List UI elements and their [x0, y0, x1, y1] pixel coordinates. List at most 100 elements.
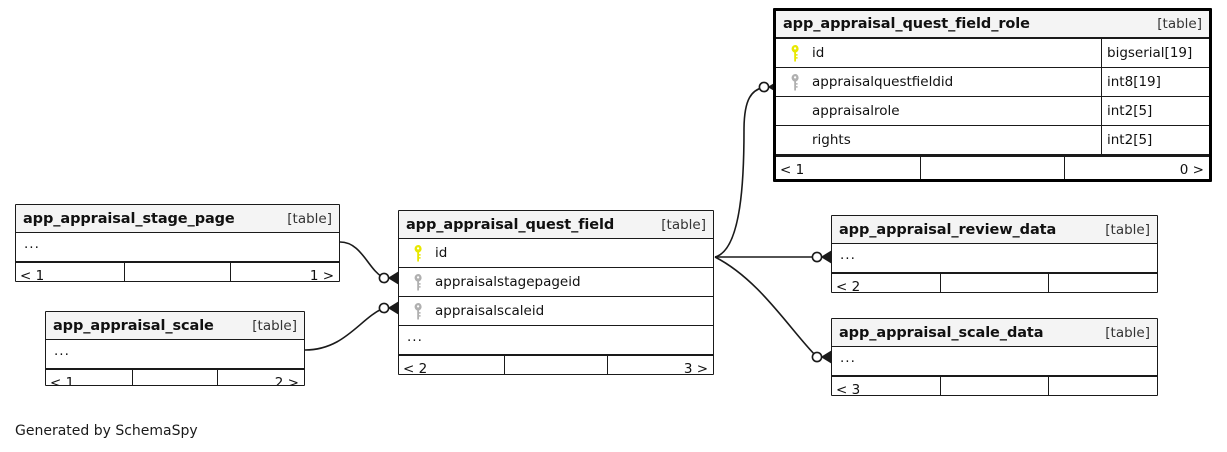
- table-column-row[interactable]: ...: [832, 347, 1157, 376]
- column-name-cell: ...: [832, 244, 1157, 272]
- more-columns-ellipsis: ...: [840, 247, 856, 263]
- column-type-cell: int2[5]: [1101, 97, 1209, 125]
- more-columns-ellipsis: ...: [840, 350, 856, 366]
- table-type-tag: [table]: [287, 210, 332, 227]
- table-column-row[interactable]: appraisalstagepageid: [399, 268, 713, 297]
- cardinality-zero-circle: [378, 302, 390, 314]
- table-title: app_appraisal_stage_page: [23, 210, 235, 227]
- table-node-app_appraisal_review_data[interactable]: app_appraisal_review_data[table]... < 2: [831, 215, 1158, 293]
- table-node-app_appraisal_stage_page[interactable]: app_appraisal_stage_page [table]... < 1 1 >: [15, 204, 340, 282]
- table-header: app_appraisal_scale_data [table]: [832, 319, 1157, 347]
- footer-outgoing-relations: 3 >: [683, 361, 709, 375]
- table-footer: < 1 1 >: [16, 262, 339, 282]
- column-key-slot: [407, 302, 429, 320]
- footer-incoming-relations: < 2: [403, 361, 428, 375]
- column-type-cell: int8[19]: [1101, 68, 1209, 96]
- table-node-app_appraisal_scale_data[interactable]: app_appraisal_scale_data [table]... < 3: [831, 318, 1158, 396]
- cardinality-zero-circle: [378, 272, 390, 284]
- table-column-row[interactable]: ...: [399, 326, 713, 355]
- table-header: app_appraisal_scale [table]: [46, 312, 304, 340]
- column-name: appraisalscaleid: [435, 303, 545, 319]
- column-name-cell: appraisalrole: [776, 97, 1101, 125]
- table-footer: < 2 3 >: [399, 355, 713, 375]
- footer-spacer: [940, 377, 1049, 395]
- relationship-quest-field-to-quest-field-role: [714, 78, 783, 258]
- foreign-key-icon: [791, 73, 799, 90]
- cardinality-zero-circle: [811, 251, 823, 263]
- table-header: app_appraisal_quest_field_role [table]: [776, 11, 1209, 39]
- footer-incoming-relations: < 1: [20, 268, 45, 282]
- table-column-row[interactable]: appraisalrole int2[5]: [776, 97, 1209, 126]
- column-name-cell: ...: [16, 233, 339, 261]
- table-title: app_appraisal_quest_field: [406, 216, 615, 233]
- table-type-tag: [table]: [252, 317, 297, 334]
- table-node-app_appraisal_quest_field[interactable]: app_appraisal_quest_field [table] id apprai…: [398, 210, 714, 375]
- table-header: app_appraisal_stage_page [table]: [16, 205, 339, 233]
- footer-spacer: [940, 274, 1049, 292]
- table-column-row[interactable]: id bigserial[19]: [776, 39, 1209, 68]
- footer-incoming-relations: < 1: [780, 161, 805, 178]
- table-type-tag: [table]: [1157, 16, 1202, 32]
- table-type-tag: [table]: [661, 216, 706, 233]
- table-footer: < 2: [832, 273, 1157, 292]
- column-key-slot: [407, 273, 429, 291]
- table-column-row[interactable]: appraisalquestfieldid int8[19]: [776, 68, 1209, 97]
- cardinality-zero-circle: [758, 81, 770, 93]
- column-name-cell: rights: [776, 126, 1101, 154]
- foreign-key-icon: [414, 302, 422, 319]
- footer-incoming-relations: < 1: [50, 375, 75, 386]
- table-node-app_appraisal_quest_field_role[interactable]: app_appraisal_quest_field_role [table] id b…: [773, 8, 1212, 182]
- footer-spacer: [132, 370, 218, 385]
- table-type-tag: [table]: [1105, 324, 1150, 341]
- relationship-quest-field-to-scale-data: [714, 256, 836, 366]
- more-columns-ellipsis: ...: [54, 343, 70, 359]
- schemaspy-credit: Generated by SchemaSpy: [15, 423, 198, 439]
- table-header: app_appraisal_review_data[table]: [832, 216, 1157, 244]
- column-key-slot: [784, 44, 806, 62]
- column-name: appraisalstagepageid: [435, 274, 581, 290]
- table-footer: < 1 2 >: [46, 369, 304, 386]
- table-title: app_appraisal_scale: [53, 317, 214, 334]
- column-name-cell: appraisalquestfieldid: [776, 68, 1101, 96]
- table-column-row[interactable]: rights int2[5]: [776, 126, 1209, 155]
- table-column-row[interactable]: appraisalscaleid: [399, 297, 713, 326]
- column-type-cell: int2[5]: [1101, 126, 1209, 154]
- relationship-line: [304, 307, 385, 351]
- cardinality-zero-circle: [811, 351, 823, 363]
- column-name-cell: ...: [399, 326, 713, 354]
- table-column-row[interactable]: ...: [46, 340, 304, 369]
- column-name-cell: appraisalscaleid: [399, 297, 713, 325]
- column-type-cell: bigserial[19]: [1101, 39, 1209, 67]
- relationship-line: [339, 241, 385, 279]
- column-name: appraisalrole: [812, 103, 900, 119]
- column-name: id: [812, 45, 825, 61]
- column-key-slot: [784, 73, 806, 91]
- relationship-stage-page-to-quest-field: [339, 241, 403, 287]
- column-key-slot: [407, 244, 429, 262]
- table-footer: < 3: [832, 376, 1157, 395]
- table-column-row[interactable]: ...: [832, 244, 1157, 273]
- table-column-row[interactable]: id: [399, 239, 713, 268]
- column-name-cell: ...: [46, 340, 304, 368]
- footer-outgoing-relations: [1049, 274, 1157, 292]
- column-name-cell: ...: [832, 347, 1157, 375]
- column-name-cell: id: [399, 239, 713, 267]
- column-name: id: [435, 245, 448, 261]
- footer-spacer: [123, 263, 232, 281]
- column-name: rights: [812, 132, 851, 148]
- table-header: app_appraisal_quest_field [table]: [399, 211, 713, 239]
- column-name: appraisalquestfieldid: [812, 74, 954, 90]
- table-title: app_appraisal_quest_field_role: [783, 16, 1030, 32]
- column-name-cell: id: [776, 39, 1101, 67]
- relationship-quest-field-to-review-data: [715, 248, 836, 266]
- footer-outgoing-relations: 1 >: [309, 268, 335, 282]
- table-column-row[interactable]: ...: [16, 233, 339, 262]
- relationship-scale-to-quest-field: [304, 299, 403, 351]
- footer-outgoing-relations: 2 >: [274, 375, 299, 386]
- table-node-app_appraisal_scale[interactable]: app_appraisal_scale [table]... < 1 2 >: [45, 311, 305, 386]
- table-title: app_appraisal_scale_data: [839, 324, 1044, 341]
- primary-key-icon: [791, 44, 799, 61]
- relationship-line: [714, 256, 818, 358]
